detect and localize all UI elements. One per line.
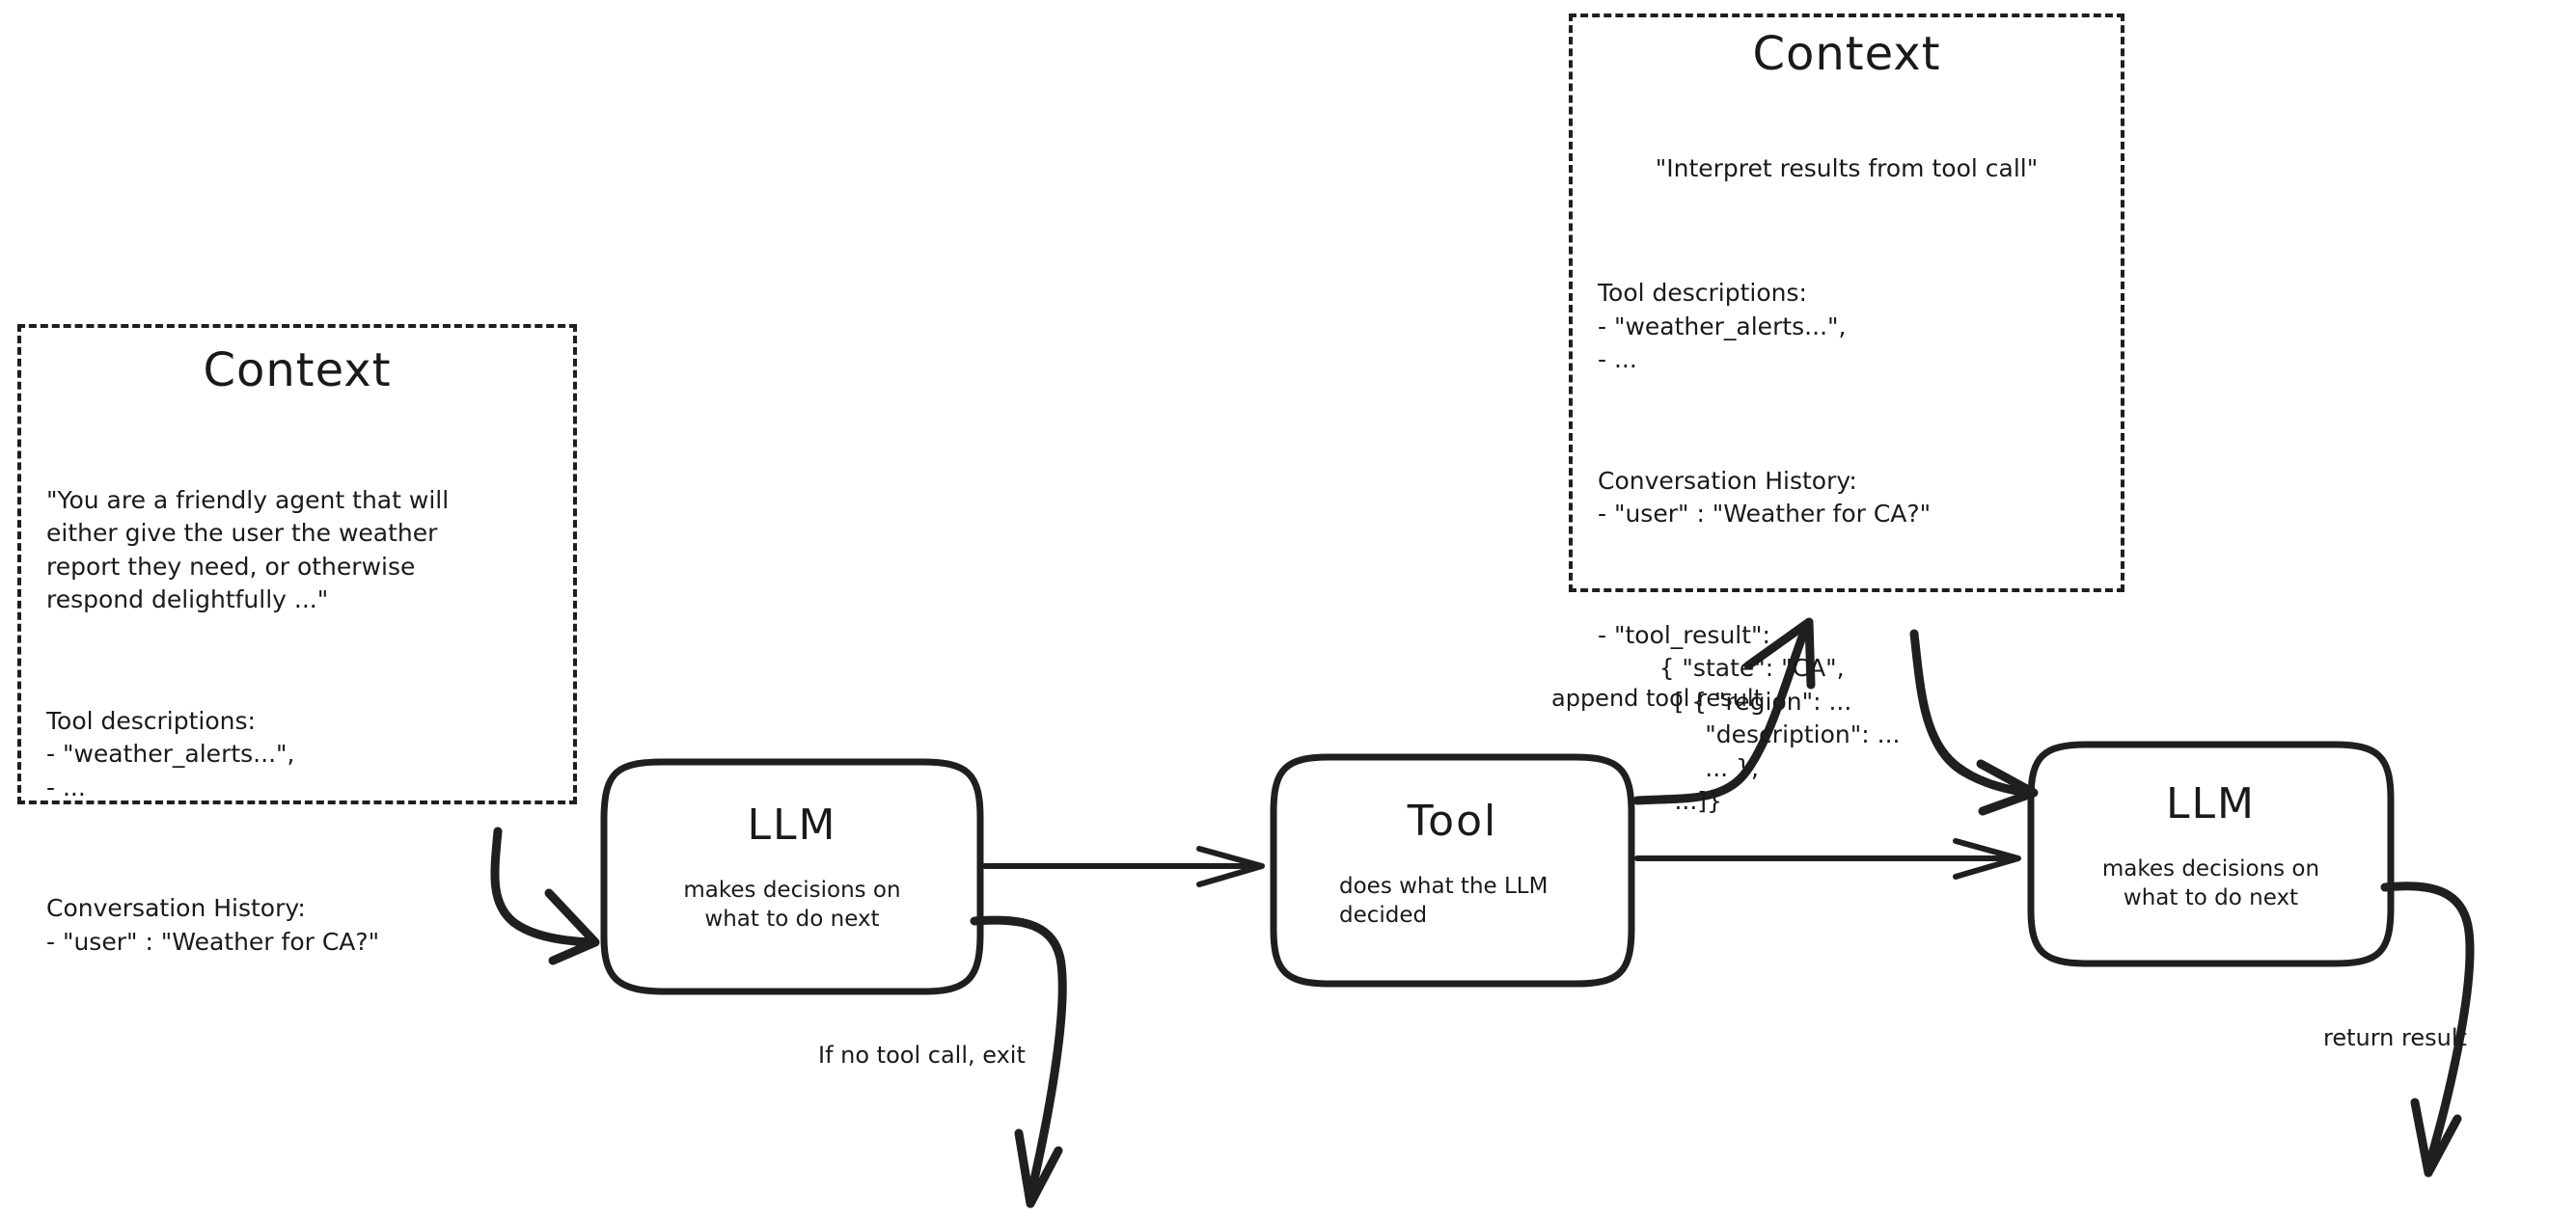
edge-context-to-llm1 xyxy=(490,827,600,965)
edge-label-append-tool-result: append tool result xyxy=(1551,685,1763,712)
edge-llm1-exit xyxy=(970,915,1067,1208)
context-left-paragraph: Conversation History: - "user" : "Weathe… xyxy=(46,894,380,956)
context-right-paragraph: Conversation History: - "user" : "Weathe… xyxy=(1598,466,1932,529)
context-box-left: Context "You are a friendly agent that w… xyxy=(17,324,577,956)
node-tool[interactable] xyxy=(1270,753,1635,988)
edge-label-if-no-tool-call-exit: If no tool call, exit xyxy=(818,1042,1026,1069)
edge-context-to-llm2 xyxy=(1909,629,2039,816)
context-left-paragraph: Tool descriptions: - "weather_alerts..."… xyxy=(46,706,295,801)
context-right-paragraph: - "tool_result": { "state": "CA", [ { "r… xyxy=(1598,620,1901,816)
edge-tool-to-context xyxy=(1632,617,1816,805)
edge-label-return-result: return result xyxy=(2323,1024,2467,1051)
edge-llm2-return xyxy=(2380,882,2475,1178)
node-llm-2[interactable] xyxy=(2027,741,2395,967)
context-left-body: "You are a friendly agent that will eith… xyxy=(46,418,548,1026)
context-right-body: "Interpret results from tool call" Tool … xyxy=(1598,86,2096,885)
context-left-paragraph: "You are a friendly agent that will eith… xyxy=(46,485,450,614)
edge-llm1-to-tool xyxy=(982,846,1265,887)
edge-tool-to-llm2 xyxy=(1634,838,2021,880)
context-right-lead: "Interpret results from tool call" xyxy=(1655,153,2039,182)
context-box-right: Context "Interpret results from tool cal… xyxy=(1569,14,2124,815)
context-right-title: Context xyxy=(1752,27,1941,81)
context-left-title: Context xyxy=(203,343,392,397)
node-llm-1[interactable] xyxy=(600,758,984,995)
context-right-paragraph: Tool descriptions: - "weather_alerts..."… xyxy=(1598,279,1847,374)
